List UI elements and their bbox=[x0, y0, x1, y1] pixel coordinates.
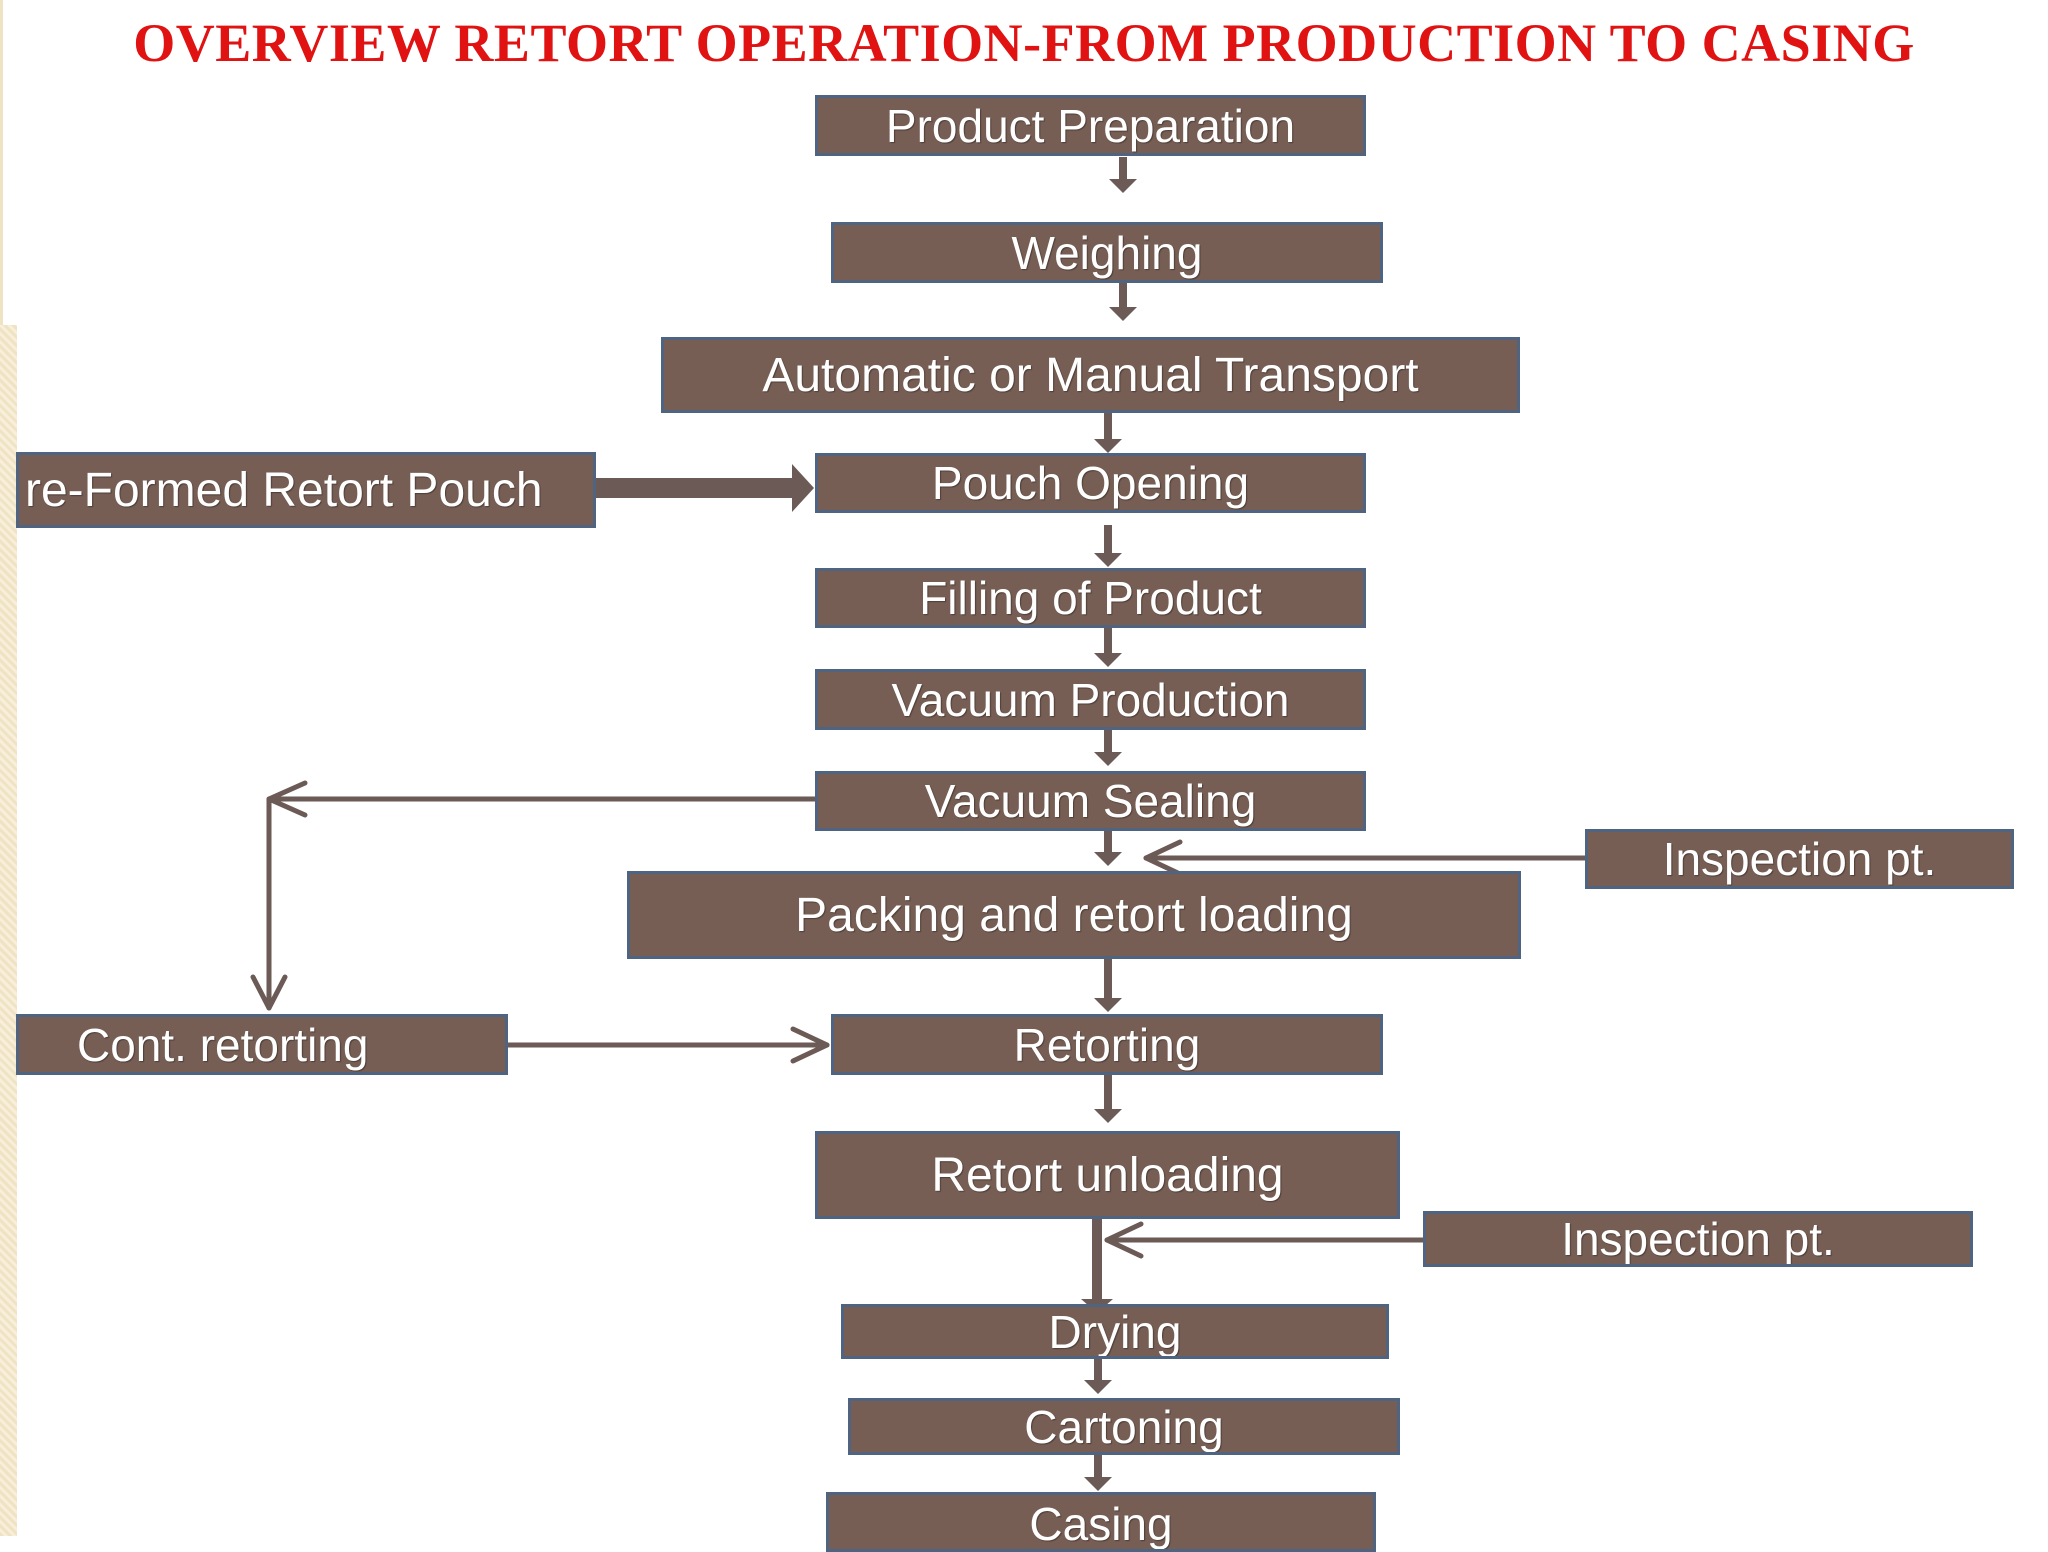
arrow-drying-to-cartoning bbox=[1084, 1358, 1112, 1394]
step-inspection-1: Inspection pt. bbox=[1585, 829, 2014, 889]
step-pouch-opening: Pouch Opening bbox=[815, 453, 1366, 513]
step-transport: Automatic or Manual Transport bbox=[661, 337, 1520, 413]
step-packing: Packing and retort loading bbox=[627, 871, 1521, 959]
arrowhead-branch-down bbox=[250, 974, 288, 1011]
step-retort-unloading: Retort unloading bbox=[815, 1131, 1400, 1219]
step-cartoning: Cartoning bbox=[848, 1398, 1400, 1455]
slide-border-decoration bbox=[0, 325, 17, 1536]
step-vacuum-production: Vacuum Production bbox=[815, 669, 1366, 730]
arrow-weighing-to-transport bbox=[1109, 283, 1137, 321]
arrow-cartoning-to-casing bbox=[1084, 1455, 1112, 1491]
step-label: Packing and retort loading bbox=[795, 888, 1353, 942]
step-casing: Casing bbox=[826, 1492, 1376, 1552]
arrow-prep-to-weighing bbox=[1109, 157, 1137, 193]
step-label: Pouch Opening bbox=[931, 457, 1250, 509]
step-inspection-2: Inspection pt. bbox=[1423, 1211, 1973, 1267]
step-label: Vacuum Sealing bbox=[924, 775, 1257, 827]
step-label: Vacuum Production bbox=[891, 673, 1290, 726]
arrow-sealing-to-packing bbox=[1094, 831, 1122, 866]
arrow-pouch-to-opening bbox=[596, 464, 814, 512]
step-drying: Drying bbox=[841, 1304, 1389, 1359]
step-vacuum-sealing: Vacuum Sealing bbox=[815, 771, 1366, 831]
arrow-vacuum-to-sealing bbox=[1094, 730, 1122, 766]
step-label: Cont. retorting bbox=[77, 1018, 369, 1071]
step-weighing: Weighing bbox=[831, 222, 1383, 283]
step-filling: Filling of Product bbox=[815, 568, 1366, 628]
step-label: Automatic or Manual Transport bbox=[762, 348, 1419, 402]
step-label: Inspection pt. bbox=[1662, 833, 1937, 885]
arrow-filling-to-vacuum bbox=[1094, 627, 1122, 667]
arrow-transport-to-opening bbox=[1094, 413, 1122, 453]
arrow-opening-to-filling bbox=[1094, 525, 1122, 567]
step-label: Cartoning bbox=[1024, 1400, 1224, 1453]
step-preformed-pouch: re-Formed Retort Pouch bbox=[16, 452, 596, 528]
step-product-preparation: Product Preparation bbox=[815, 95, 1366, 156]
step-label: re-Formed Retort Pouch bbox=[25, 463, 543, 517]
step-label: Inspection pt. bbox=[1561, 1213, 1835, 1265]
arrow-unloading-to-drying bbox=[1081, 1219, 1113, 1313]
arrowhead-inspection2 bbox=[1104, 1221, 1144, 1259]
step-label: Product Preparation bbox=[885, 99, 1296, 152]
arrow-packing-to-retorting bbox=[1094, 958, 1122, 1012]
step-label: Retort unloading bbox=[931, 1148, 1284, 1202]
arrowhead-cont-to-retorting bbox=[790, 1026, 830, 1064]
step-label: Weighing bbox=[1011, 226, 1203, 279]
step-label: Filling of Product bbox=[919, 572, 1262, 624]
arrowhead-inspection1 bbox=[1143, 839, 1183, 877]
step-cont-retorting: Cont. retorting bbox=[16, 1014, 508, 1075]
step-retorting: Retorting bbox=[831, 1014, 1383, 1075]
arrow-retorting-to-unloading bbox=[1094, 1075, 1122, 1123]
step-label: Casing bbox=[1029, 1498, 1173, 1550]
slide-border-top bbox=[0, 0, 3, 325]
arrowhead-branch-left bbox=[266, 780, 308, 818]
step-label: Drying bbox=[1048, 1305, 1182, 1358]
step-label: Retorting bbox=[1013, 1018, 1201, 1071]
slide-title: OVERVIEW RETORT OPERATION-FROM PRODUCTIO… bbox=[133, 13, 1915, 73]
